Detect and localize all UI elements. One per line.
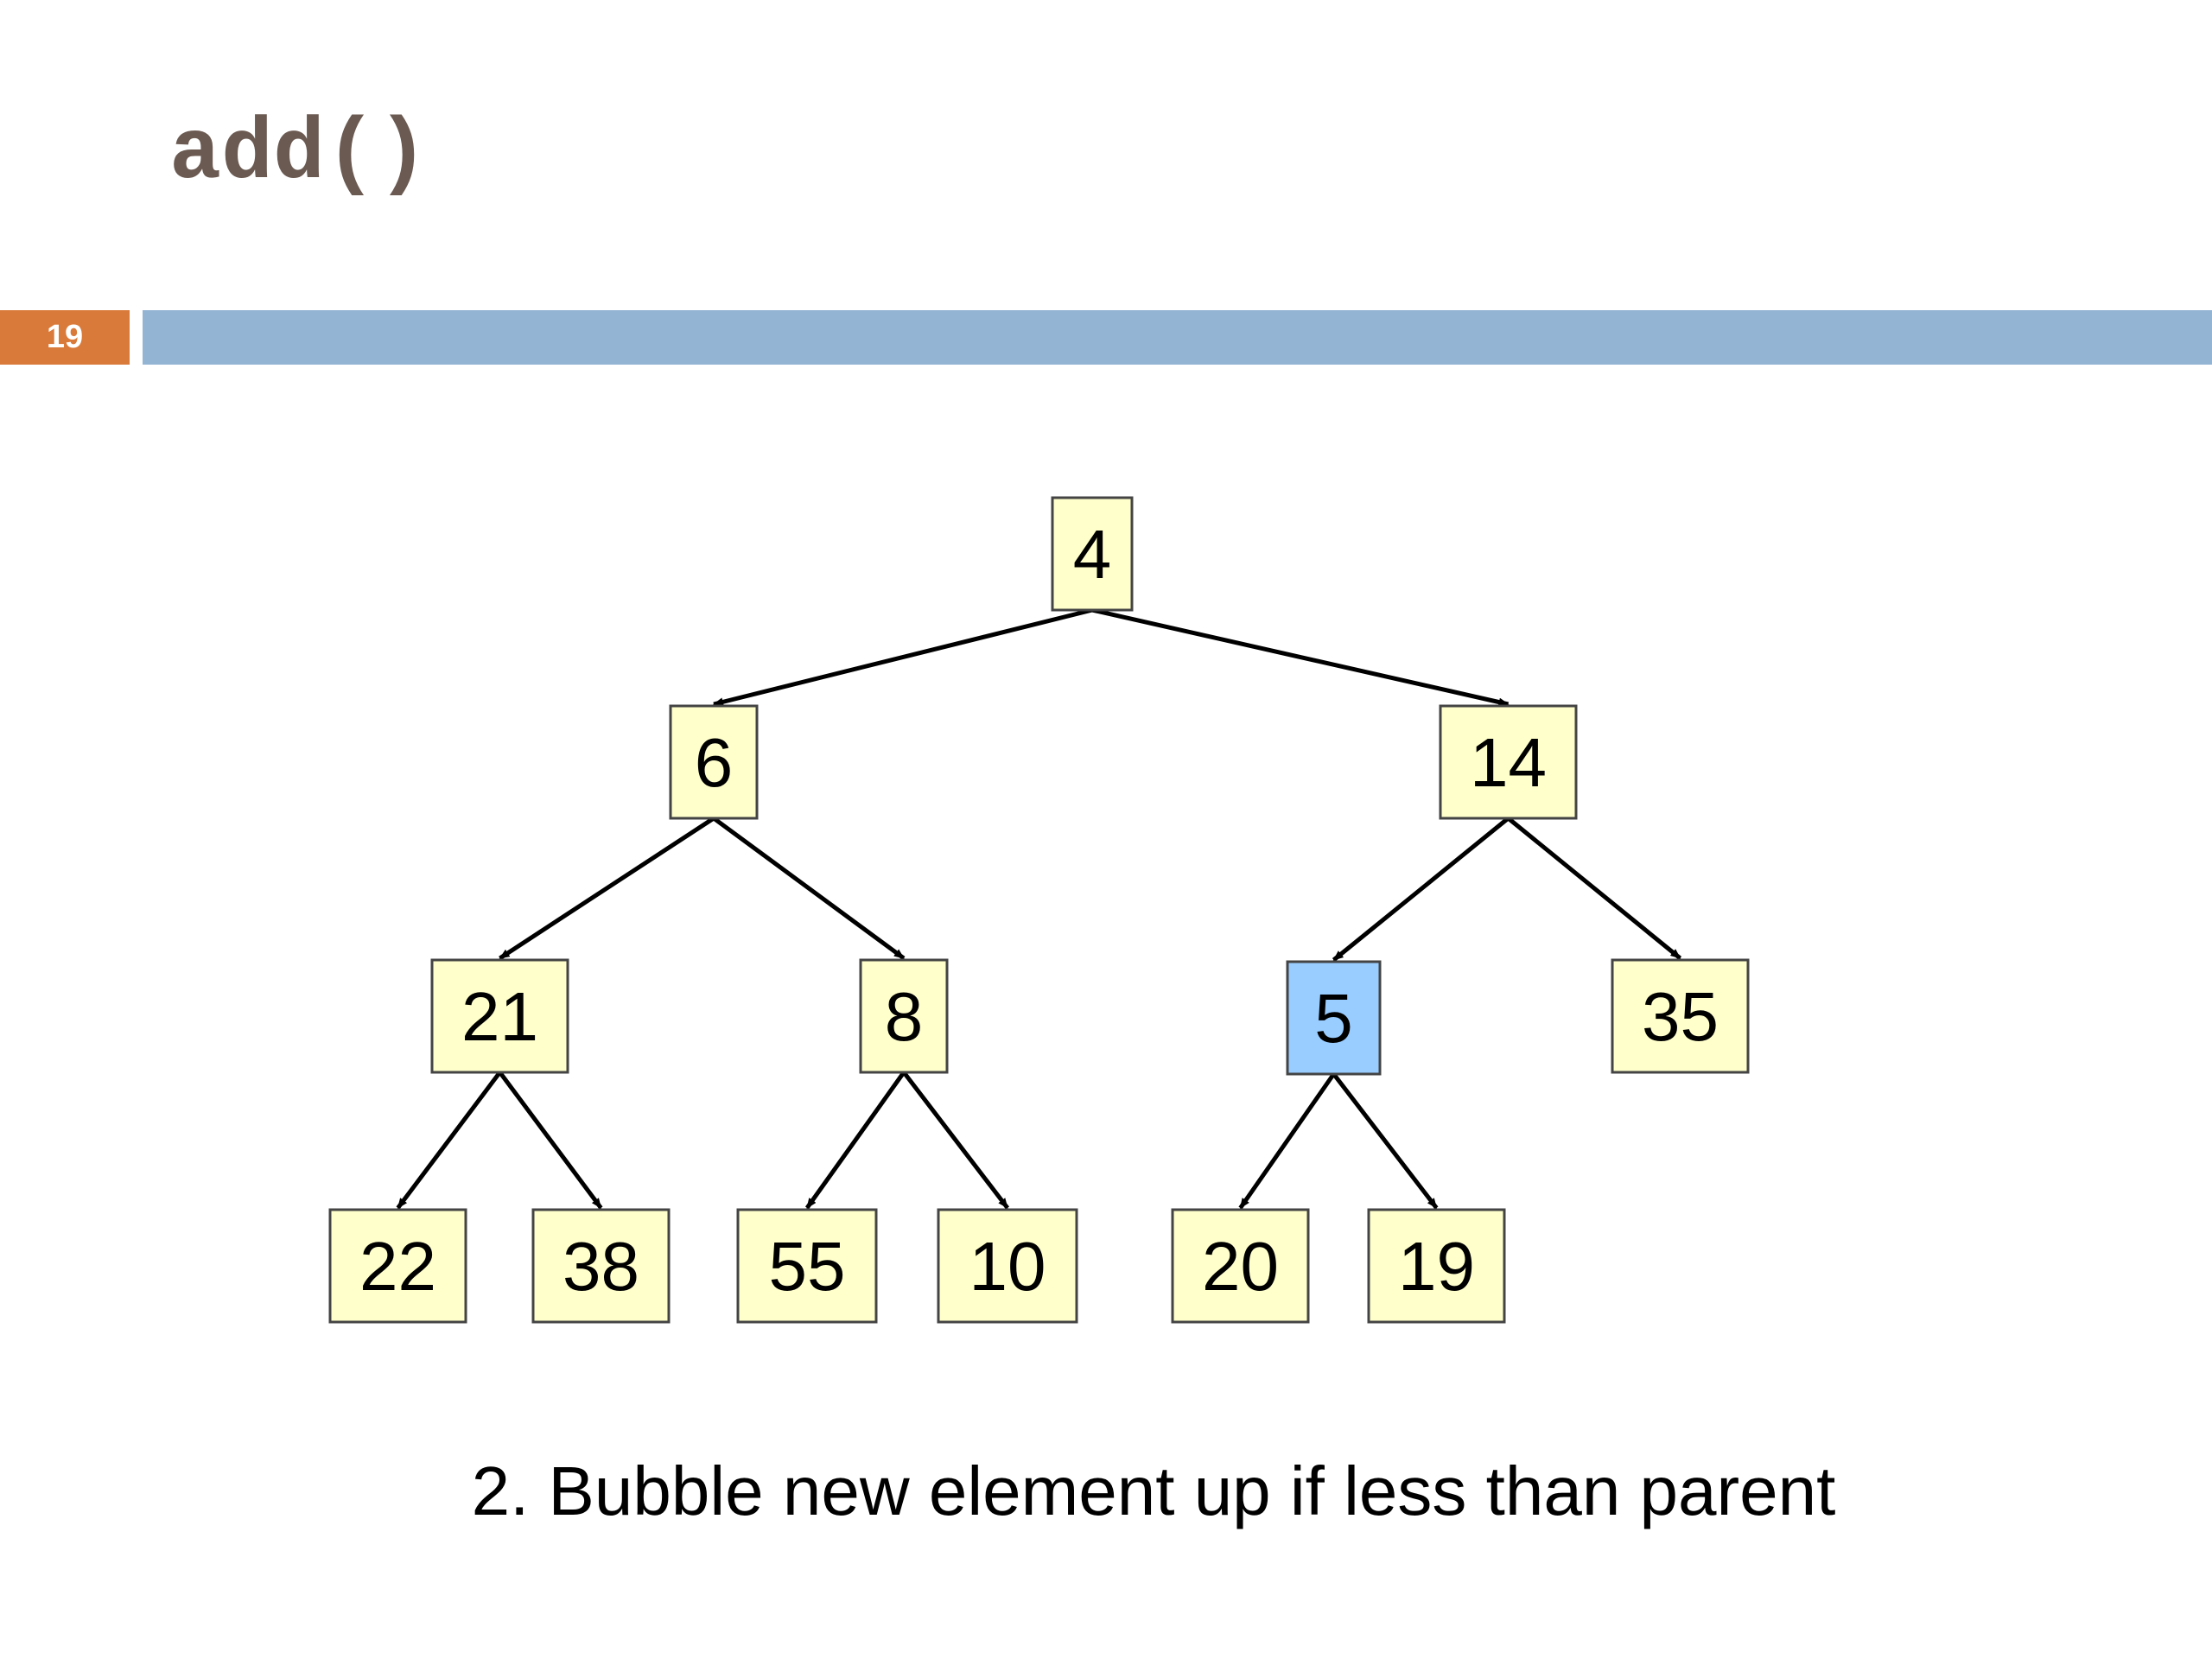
heap-node: 8 [859,958,949,1074]
heap-node-value: 21 [461,978,538,1055]
heap-node: 19 [1367,1208,1506,1324]
heap-node-value: 55 [769,1228,846,1305]
heap-node-value: 10 [969,1228,1046,1305]
heap-node-box [1439,704,1578,820]
heap-node: 38 [531,1208,671,1324]
heap-node-box [328,1208,467,1324]
slide-title: add() [169,106,429,204]
heap-node-value: 6 [695,724,734,801]
edge-n1-n3 [499,816,715,961]
heap-node-box [736,1208,878,1324]
heap-node: 21 [430,958,569,1074]
heap-node-box [669,704,759,820]
heap-node-value: 20 [1202,1228,1279,1305]
edge-n3-n7 [396,1071,502,1210]
heap-node: 4 [1051,496,1134,612]
heap-node-value: 38 [563,1228,639,1305]
edge-n2-n5 [1332,817,1510,962]
heap-node-box [1367,1208,1506,1324]
heap-node: 22 [328,1208,467,1324]
edge-n5-n12 [1332,1072,1439,1210]
edge-n3-n8 [498,1071,603,1210]
heap-node-box [1611,958,1750,1074]
heap-node-value: 8 [885,978,924,1055]
heap-node: 5 [1286,960,1382,1076]
heap-node-value: 19 [1398,1228,1475,1305]
edge-n5-n11 [1238,1072,1336,1210]
slide-caption: 2. Bubble new element up if less than pa… [471,1452,1836,1529]
heap-node: 10 [937,1208,1078,1324]
edge-n1-n4 [712,816,906,961]
heap-node: 55 [736,1208,878,1324]
heap-node-box [1171,1208,1310,1324]
heap-node-box-highlighted [1286,960,1382,1076]
heap-node: 35 [1611,958,1750,1074]
heap-node-box [430,958,569,1074]
heap-node: 6 [669,704,759,820]
heap-node-value: 14 [1470,724,1547,801]
page-number-badge: 19 [0,310,130,365]
heap-node-value: 35 [1642,978,1719,1055]
heap-node-box [859,958,949,1074]
edge-n0-n2 [1091,607,1510,707]
heap-node-box [531,1208,671,1324]
heap-node-box [1051,496,1134,612]
heap-node: 14 [1439,704,1578,820]
heap-node-value: 4 [1073,516,1112,593]
edge-n4-n10 [902,1071,1009,1210]
heap-node: 20 [1171,1208,1310,1324]
edge-n2-n6 [1506,817,1682,960]
header-bar [143,310,2212,365]
heap-node-value: 22 [359,1228,436,1305]
heap-node-box [937,1208,1078,1324]
edge-n4-n9 [804,1071,906,1210]
heap-node-value: 5 [1314,980,1353,1057]
edge-n0-n1 [713,607,1093,707]
